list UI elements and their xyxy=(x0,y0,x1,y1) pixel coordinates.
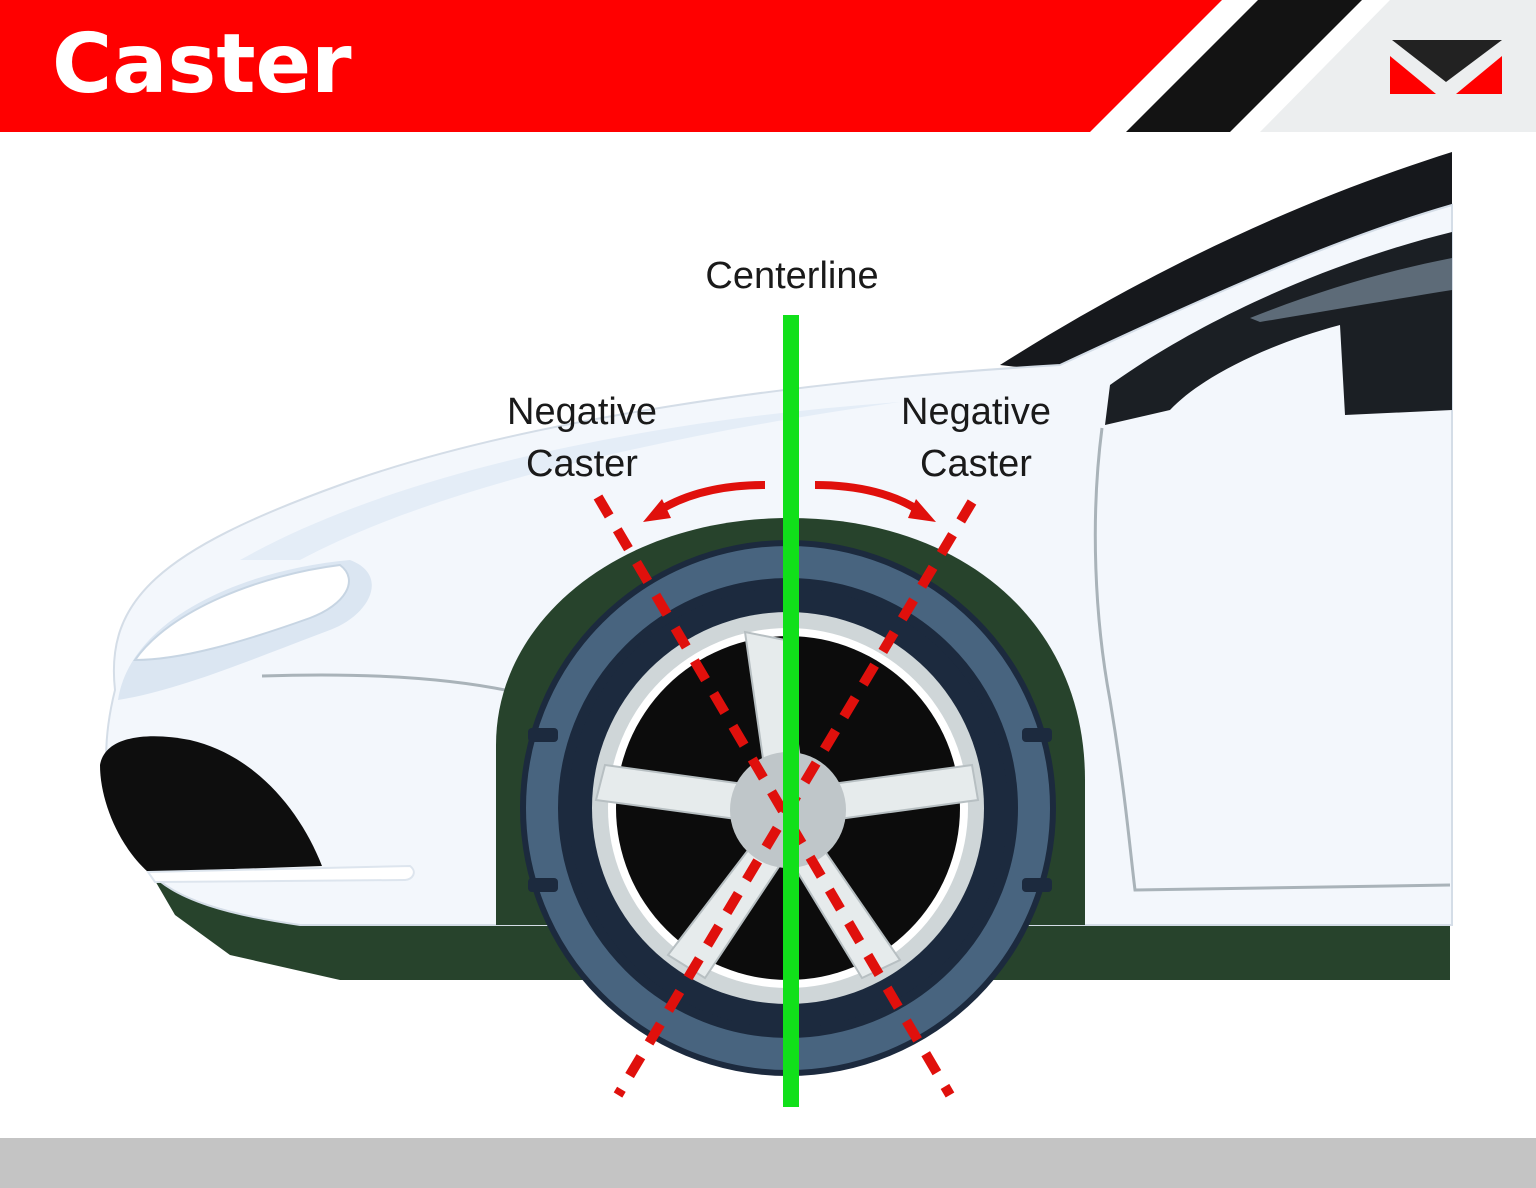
left-caster-label-line1: Negative xyxy=(507,391,657,433)
car-roof xyxy=(1000,152,1452,378)
window-reflection xyxy=(1250,258,1452,322)
hood-highlight xyxy=(240,402,900,560)
footer-bar xyxy=(0,1138,1536,1188)
arrow-arc-right xyxy=(814,481,921,514)
logo-mark-icon xyxy=(1390,40,1502,94)
caster-line-left xyxy=(593,494,955,1098)
header-banner: Caster xyxy=(0,0,1536,132)
front-air-intake xyxy=(100,736,322,872)
bumper-lip xyxy=(146,864,415,884)
arrow-head-left xyxy=(643,499,671,522)
right-caster-label-line2: Caster xyxy=(920,443,1032,485)
diagram-labels: Centerline Negative Caster Negative Cast… xyxy=(507,255,1051,485)
page-title: Caster xyxy=(52,17,352,112)
header-black-stripe xyxy=(1126,0,1362,132)
arrow-head-right xyxy=(908,499,936,522)
header-red-band xyxy=(0,0,1222,132)
left-caster-label-line2: Caster xyxy=(526,443,638,485)
centerline-label: Centerline xyxy=(705,255,878,297)
arrow-arc-left xyxy=(657,481,766,514)
tire-notches xyxy=(528,728,1052,892)
door-seam xyxy=(1093,427,1451,892)
body-character-line xyxy=(261,673,516,694)
centerline-bar xyxy=(783,315,799,1107)
headlight xyxy=(118,560,372,700)
right-caster-label-line1: Negative xyxy=(901,391,1051,433)
